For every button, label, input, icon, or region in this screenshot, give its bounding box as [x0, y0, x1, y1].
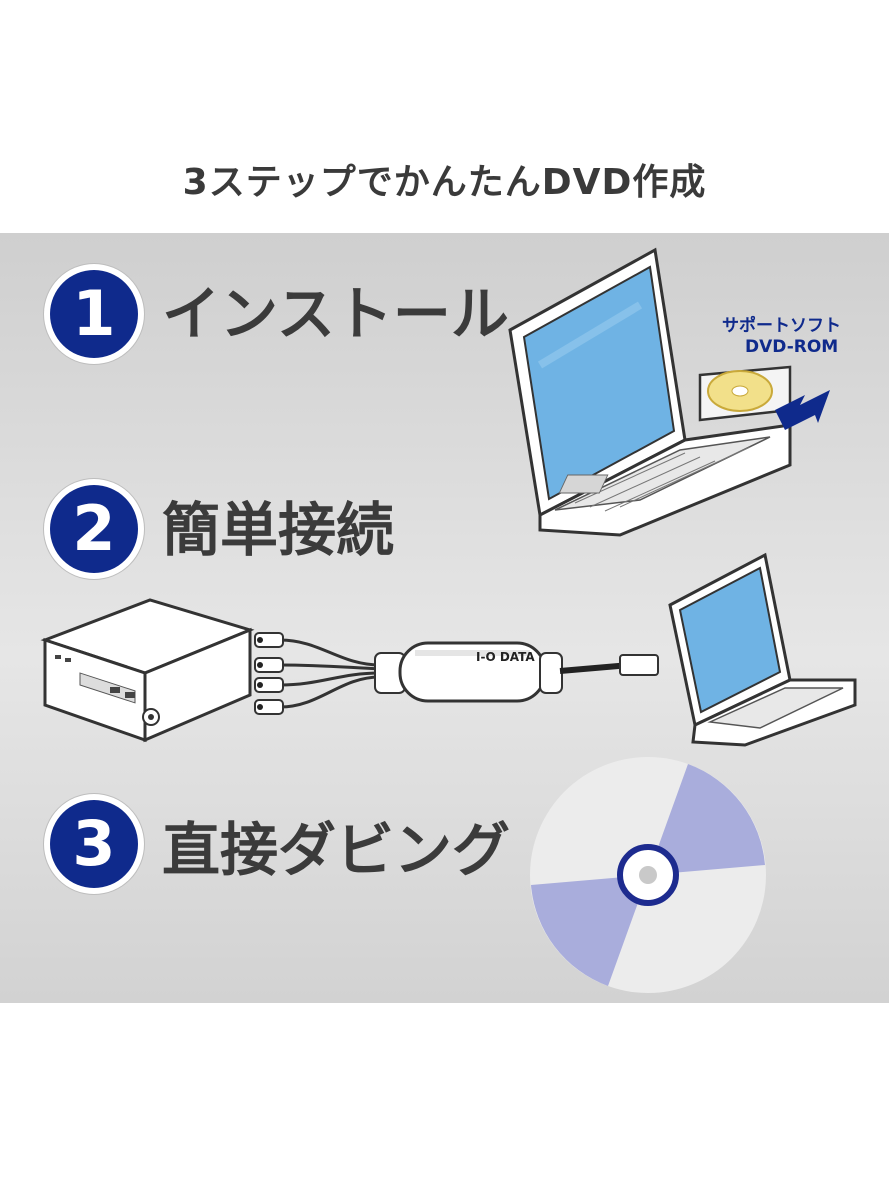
- dvd-disc-illustration: [530, 757, 766, 993]
- headline: 3ステップでかんたんDVD作成: [182, 162, 707, 203]
- step-2-badge: 2: [50, 485, 138, 573]
- device-brand-label: I-O DATA: [476, 650, 535, 664]
- laptop-small-illustration: [668, 552, 857, 747]
- step-1-badge: 1: [50, 270, 138, 358]
- step-1-label: インストール: [162, 280, 509, 348]
- disc-callout-line1: サポートソフト: [722, 316, 841, 336]
- disc-callout-line2: DVD-ROM: [745, 337, 839, 357]
- step-3-badge: 3: [50, 800, 138, 888]
- step-3-label: 直接ダビング: [162, 816, 511, 884]
- laptop-install-illustration: [508, 247, 830, 537]
- capture-device-illustration: [254, 632, 659, 715]
- video-player-illustration: [40, 598, 255, 743]
- step-2-label: 簡単接続: [162, 496, 395, 564]
